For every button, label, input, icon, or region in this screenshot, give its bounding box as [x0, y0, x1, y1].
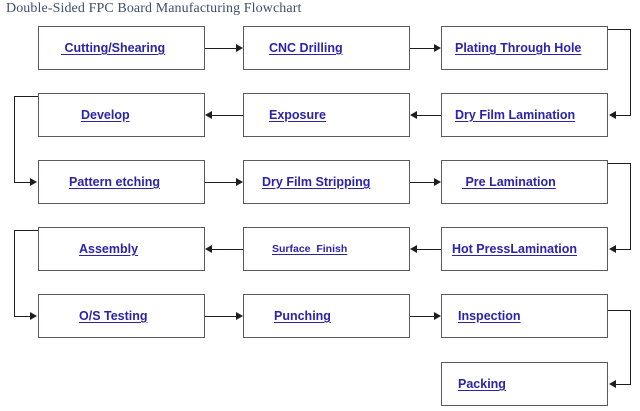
- connector-plating-wrap-vertical: [630, 29, 631, 116]
- arrowhead-os-testing-to-punching: [236, 312, 243, 320]
- process-box-label: CNC Drilling: [269, 41, 343, 55]
- connector-inspection-wrap-top: [608, 310, 631, 311]
- connector-dry-film-lamination-to-exposure: [417, 115, 441, 116]
- process-box-label: Exposure: [269, 108, 326, 122]
- process-box-label: Assembly: [79, 242, 139, 256]
- connector-develop-wrap-vertical: [14, 96, 15, 183]
- connector-pre-lamination-wrap-top: [608, 163, 631, 164]
- connector-develop-wrap-bottom: [14, 182, 31, 183]
- process-box-packing[interactable]: Packing: [441, 362, 608, 406]
- arrowhead-develop-to-pattern-etching: [30, 178, 37, 186]
- process-box-label: Plating Through Hole: [455, 41, 582, 55]
- arrowhead-surface-finish-to-assembly: [205, 245, 212, 253]
- process-box-dry-film-lamination[interactable]: Dry Film Lamination: [441, 93, 608, 137]
- process-box-label: Punching: [274, 309, 331, 323]
- process-box-label: Pre Lamination: [462, 175, 556, 189]
- connector-cnc-to-plating: [410, 48, 435, 49]
- process-box-exposure[interactable]: Exposure: [243, 93, 410, 137]
- process-box-label: Hot PressLamination: [452, 242, 578, 256]
- arrowhead-pre-lamination-to-hot-press-lamination: [609, 245, 616, 253]
- connector-os-testing-to-punching: [205, 316, 237, 317]
- process-box-hot-press-lamination[interactable]: Hot PressLamination: [441, 227, 608, 271]
- connector-inspection-wrap-vertical: [630, 310, 631, 385]
- process-box-label: Inspection: [458, 309, 521, 323]
- connector-pattern-etching-to-dry-film-stripping: [205, 182, 237, 183]
- process-box-plating-through-hole[interactable]: Plating Through Hole: [441, 26, 608, 70]
- process-box-label: Cutting/Shearing: [61, 41, 166, 55]
- process-box-inspection[interactable]: Inspection: [441, 294, 608, 338]
- process-box-develop[interactable]: Develop: [38, 93, 205, 137]
- process-box-label: Packing: [458, 377, 506, 391]
- connector-pre-lamination-wrap-bottom: [616, 249, 631, 250]
- process-box-label: Dry Film Stripping: [262, 175, 371, 189]
- arrowhead-assembly-to-os-testing: [30, 312, 37, 320]
- connector-plating-wrap-bottom: [616, 115, 631, 116]
- process-box-pre-lamination[interactable]: Pre Lamination: [441, 160, 608, 204]
- connector-punching-to-inspection: [410, 316, 435, 317]
- process-box-label: Surface Finish: [272, 243, 348, 255]
- connector-develop-wrap-top: [14, 96, 38, 97]
- connector-exposure-to-develop: [212, 115, 243, 116]
- process-box-label: Pattern etching: [69, 175, 160, 189]
- process-box-label: Dry Film Lamination: [455, 108, 576, 122]
- process-box-os-testing[interactable]: O/S Testing: [38, 294, 205, 338]
- connector-inspection-wrap-bottom: [616, 384, 631, 385]
- connector-assembly-wrap-vertical: [14, 230, 15, 317]
- arrowhead-inspection-to-packing: [609, 380, 616, 388]
- process-box-label: O/S Testing: [79, 309, 148, 323]
- process-box-dry-film-stripping[interactable]: Dry Film Stripping: [243, 160, 410, 204]
- connector-cutting-to-cnc: [205, 48, 237, 49]
- arrowhead-cutting-to-cnc: [236, 44, 243, 52]
- connector-dry-film-stripping-to-pre-lamination: [410, 182, 435, 183]
- page-title: Double-Sided FPC Board Manufacturing Flo…: [6, 1, 302, 16]
- connector-pre-lamination-wrap-vertical: [630, 163, 631, 250]
- arrowhead-punching-to-inspection: [434, 312, 441, 320]
- arrowhead-hot-press-lamination-to-surface-finish: [410, 245, 417, 253]
- connector-hot-press-lamination-to-surface-finish: [417, 249, 441, 250]
- process-box-cutting-shearing[interactable]: Cutting/Shearing: [38, 26, 205, 70]
- process-box-surface-finish[interactable]: Surface Finish: [243, 227, 410, 271]
- arrowhead-plating-to-dry-film-lamination: [609, 111, 616, 119]
- process-box-punching[interactable]: Punching: [243, 294, 410, 338]
- arrowhead-cnc-to-plating: [434, 44, 441, 52]
- connector-assembly-wrap-top: [14, 230, 38, 231]
- arrowhead-dry-film-lamination-to-exposure: [410, 111, 417, 119]
- process-box-assembly[interactable]: Assembly: [38, 227, 205, 271]
- arrowhead-dry-film-stripping-to-pre-lamination: [434, 178, 441, 186]
- connector-surface-finish-to-assembly: [212, 249, 243, 250]
- connector-assembly-wrap-bottom: [14, 316, 31, 317]
- arrowhead-exposure-to-develop: [205, 111, 212, 119]
- process-box-label: Develop: [81, 108, 130, 122]
- process-box-pattern-etching[interactable]: Pattern etching: [38, 160, 205, 204]
- process-box-cnc-drilling[interactable]: CNC Drilling: [243, 26, 410, 70]
- arrowhead-pattern-etching-to-dry-film-stripping: [236, 178, 243, 186]
- connector-plating-wrap-top: [608, 29, 631, 30]
